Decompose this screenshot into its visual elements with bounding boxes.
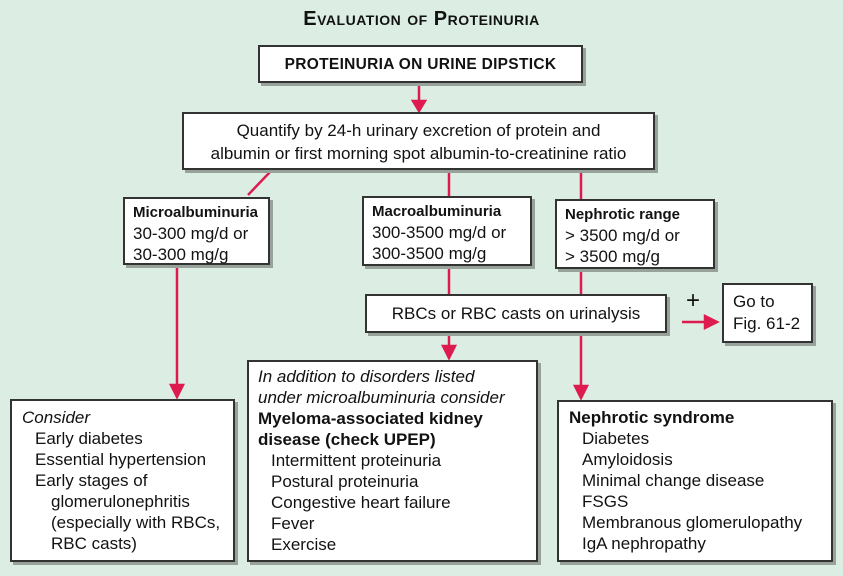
- macroalbuminuria-heading: Macroalbuminuria: [372, 203, 502, 220]
- nephrotic-syndrome-item: FSGS: [582, 492, 629, 511]
- urinalysis-label: RBCs or RBC casts on urinalysis: [391, 304, 641, 323]
- nephrotic-range-2: > 3500 mg/g: [565, 247, 660, 266]
- microalbuminuria-range-2: 30-300 mg/g: [133, 245, 229, 264]
- myeloma-item: Intermittent proteinuria: [271, 451, 442, 470]
- nephrotic-syndrome-heading: Nephrotic syndrome: [569, 408, 735, 427]
- arrowhead-to-nephrotic-syndrome-box: [572, 384, 590, 401]
- nephrotic-range-heading: Nephrotic range: [565, 206, 681, 223]
- goto-fig-line-1: Go to: [733, 292, 775, 311]
- quantify-box: Quantify by 24-h urinary excretion of pr…: [182, 112, 655, 170]
- arrowhead-to-consider-box: [168, 383, 186, 400]
- nephrotic-range-1: > 3500 mg/d or: [565, 226, 680, 245]
- myeloma-heading-line-1: Myeloma-associated kidney: [258, 409, 483, 428]
- macroalbuminuria-range-2: 300-3500 mg/g: [372, 244, 487, 263]
- proteinuria-dipstick-label: PROTEINURIA ON URINE DIPSTICK: [284, 55, 557, 73]
- consider-box: Consider Early diabetes Essential hypert…: [10, 399, 235, 562]
- consider-item: Early diabetes: [35, 429, 143, 448]
- nephrotic-syndrome-item: Diabetes: [582, 429, 650, 448]
- macroalbuminuria-box: Macroalbuminuria 300-3500 mg/d or 300-35…: [362, 196, 532, 266]
- nephrotic-syndrome-item: Amyloidosis: [582, 450, 673, 469]
- myeloma-intro-line-2: under microalbuminuria consider: [258, 388, 505, 407]
- myeloma-heading-line-2: disease (check UPEP): [258, 430, 436, 449]
- myeloma-item: Congestive heart failure: [271, 493, 451, 512]
- nephrotic-syndrome-box: Nephrotic syndrome Diabetes Amyloidosis …: [557, 400, 833, 562]
- line-quantify-to-microalbuminuria: [247, 171, 271, 196]
- arrowhead-to-myeloma-box: [440, 344, 458, 361]
- positive-sign: +: [685, 287, 700, 314]
- urinalysis-box: RBCs or RBC casts on urinalysis: [365, 294, 667, 333]
- goto-fig-line-2: Fig. 61-2: [733, 314, 801, 333]
- goto-fig-box: Go to Fig. 61-2: [722, 283, 813, 343]
- nephrotic-range-box: Nephrotic range > 3500 mg/d or > 3500 mg…: [555, 199, 715, 269]
- myeloma-intro-line-1: In addition to disorders listed: [258, 367, 475, 386]
- consider-item-continuation: (especially with RBCs,: [51, 513, 221, 532]
- nephrotic-syndrome-item: Membranous glomerulopathy: [582, 513, 803, 532]
- myeloma-box: In addition to disorders listed under mi…: [247, 360, 538, 562]
- quantify-line-2: albumin or first morning spot albumin-to…: [210, 144, 627, 163]
- myeloma-item: Exercise: [271, 535, 337, 554]
- figure-title: Evaluation of Proteinuria: [303, 8, 540, 30]
- myeloma-item: Fever: [271, 514, 315, 533]
- proteinuria-dipstick-box: PROTEINURIA ON URINE DIPSTICK: [258, 45, 583, 83]
- arrowhead-to-goto-box: [703, 313, 720, 331]
- consider-item: Essential hypertension: [35, 450, 207, 469]
- consider-item-continuation: glomerulonephritis: [51, 492, 190, 511]
- microalbuminuria-box: Microalbuminuria 30-300 mg/d or 30-300 m…: [123, 197, 270, 265]
- consider-item-continuation: RBC casts): [51, 534, 137, 553]
- microalbuminuria-heading: Microalbuminuria: [133, 204, 259, 221]
- myeloma-item: Postural proteinuria: [271, 472, 419, 491]
- quantify-line-1: Quantify by 24-h urinary excretion of pr…: [236, 121, 601, 140]
- consider-heading: Consider: [22, 408, 91, 427]
- nephrotic-syndrome-item: IgA nephropathy: [582, 534, 706, 553]
- nephrotic-syndrome-item: Minimal change disease: [582, 471, 765, 490]
- macroalbuminuria-range-1: 300-3500 mg/d or: [372, 223, 507, 242]
- consider-item: Early stages of: [35, 471, 148, 490]
- microalbuminuria-range-1: 30-300 mg/d or: [133, 224, 249, 243]
- arrowhead-dipstick-to-quantify: [410, 99, 428, 114]
